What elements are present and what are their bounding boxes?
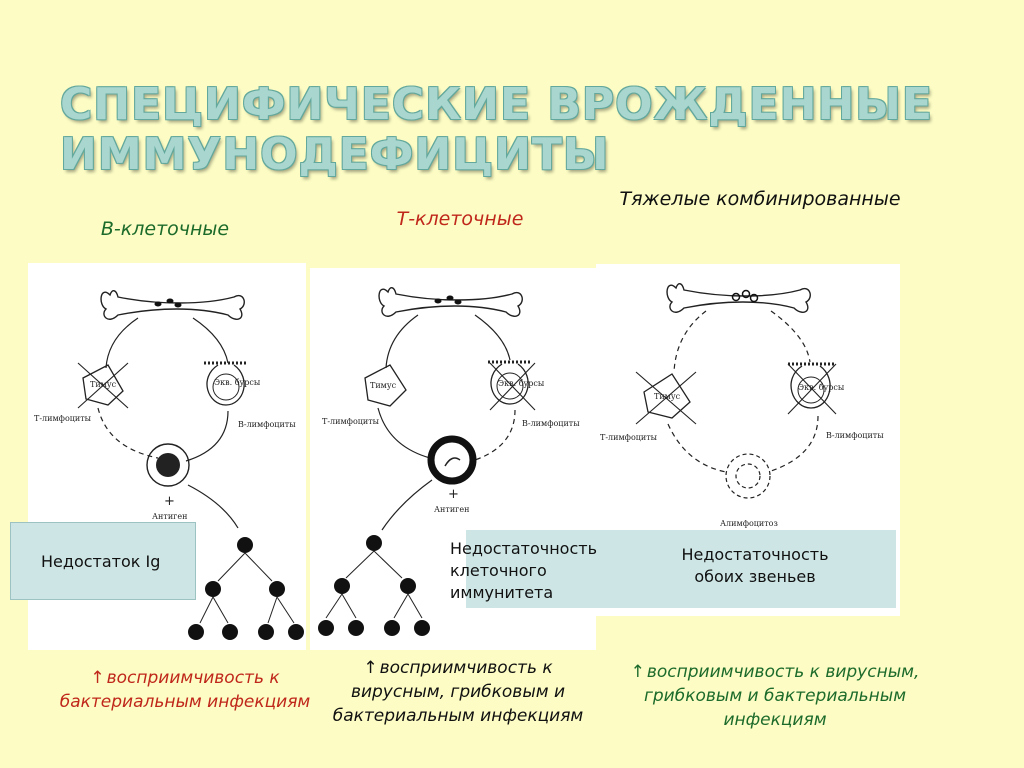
thymus-label: Тимус xyxy=(370,381,397,390)
slide-title-line-1: СПЕЦИФИЧЕСКИЕ ВРОЖДЕННЫЕ xyxy=(60,79,933,130)
slide-title-line-2: ИММУНОДЕФИЦИТЫ xyxy=(60,129,610,180)
susceptibility-combined: ↑восприимчивость к вирусным, грибковым и… xyxy=(630,660,920,732)
t-lymphocytes-label: Т-лимфоциты xyxy=(34,414,92,423)
heading-combined-text: Тяжелые комбинированные xyxy=(619,188,901,210)
note-combined-text: Недостаточность обоих звеньев xyxy=(681,545,829,586)
susceptibility-t-cell: ↑восприимчивость к вирусным, грибковым и… xyxy=(318,656,598,728)
susceptibility-t-cell-text: восприимчивость к вирусным, грибковым и … xyxy=(332,658,584,726)
central-cell-icon xyxy=(427,435,477,485)
t-lymphocytes-label: Т-лимфоциты xyxy=(322,417,380,426)
bone-marrow-icon xyxy=(378,287,523,317)
arrow-up-icon: ↑ xyxy=(630,662,645,682)
diagram-t-cell-svg: Тимус Экв. бурсы Т-лимфоциты В-лимфоциты… xyxy=(318,287,580,636)
heading-combined: Тяжелые комбинированные xyxy=(610,186,910,213)
t-lymphocytes-label: Т-лимфоциты xyxy=(600,433,658,442)
thymus-icon xyxy=(82,364,124,406)
bursa-label: Экв. бурсы xyxy=(214,378,261,387)
b-lymphocytes-label: В-лимфоциты xyxy=(826,431,884,440)
alymphocytosis-label: Алимфоцитоз xyxy=(720,519,778,528)
bursa-icon xyxy=(206,364,245,406)
note-t-cell: Недостаточность клеточного иммунитета xyxy=(450,538,615,604)
note-b-cell-text: Недостаток Ig xyxy=(41,551,161,571)
slide-title: СПЕЦИФИЧЕСКИЕ ВРОЖДЕННЫЕ ИММУНОДЕФИЦИТЫ xyxy=(60,80,933,180)
diagram-combined-svg: Тимус Экв. бурсы Т-лимфоциты В-лимфоциты… xyxy=(600,283,884,528)
arrow-up-icon: ↑ xyxy=(363,658,378,678)
antigen-label: Антиген xyxy=(434,505,469,514)
central-cell-icon xyxy=(725,453,771,499)
note-b-cell: Недостаток Ig xyxy=(10,522,196,600)
bursa-label: Экв. бурсы xyxy=(798,383,845,392)
thymus-icon xyxy=(643,373,691,419)
susceptibility-b-cell: ↑восприимчивость к бактериальным инфекци… xyxy=(55,666,315,714)
b-lymphocytes-label: В-лимфоциты xyxy=(522,419,580,428)
note-combined: Недостаточность обоих звеньев xyxy=(466,530,896,608)
diagram-b-cell-svg: Тимус Экв. бурсы Т-лимфоциты В-лимфоциты… xyxy=(34,290,304,640)
bone-marrow-icon xyxy=(666,283,811,313)
bone-marrow-icon xyxy=(100,290,245,320)
plus-label: + xyxy=(164,494,175,509)
bursa-label: Экв. бурсы xyxy=(498,379,545,388)
susceptibility-b-cell-text: восприимчивость к бактериальным инфекция… xyxy=(59,668,311,712)
thymus-label: Тимус xyxy=(654,392,681,401)
arrow-up-icon: ↑ xyxy=(90,668,105,688)
thymus-icon xyxy=(364,364,407,407)
arrow-to-bursa xyxy=(192,317,229,364)
plus-label: + xyxy=(448,487,459,502)
heading-t-cell: Т-клеточные xyxy=(396,208,524,230)
central-cell-icon xyxy=(146,443,190,487)
b-lymphocytes-label: В-лимфоциты xyxy=(238,420,296,429)
bursa-icon xyxy=(490,363,529,405)
arrow-to-thymus xyxy=(105,317,139,369)
note-t-cell-text: Недостаточность клеточного иммунитета xyxy=(450,539,598,602)
bursa-icon xyxy=(790,365,831,409)
susceptibility-combined-text: восприимчивость к вирусным, грибковым и … xyxy=(643,662,920,730)
thymus-label: Тимус xyxy=(90,380,117,389)
heading-b-cell: В-клеточные xyxy=(100,218,230,240)
plasma-cell-icon xyxy=(237,537,253,553)
antigen-label: Антиген xyxy=(152,512,187,521)
plasma-cell-icon xyxy=(366,535,382,551)
